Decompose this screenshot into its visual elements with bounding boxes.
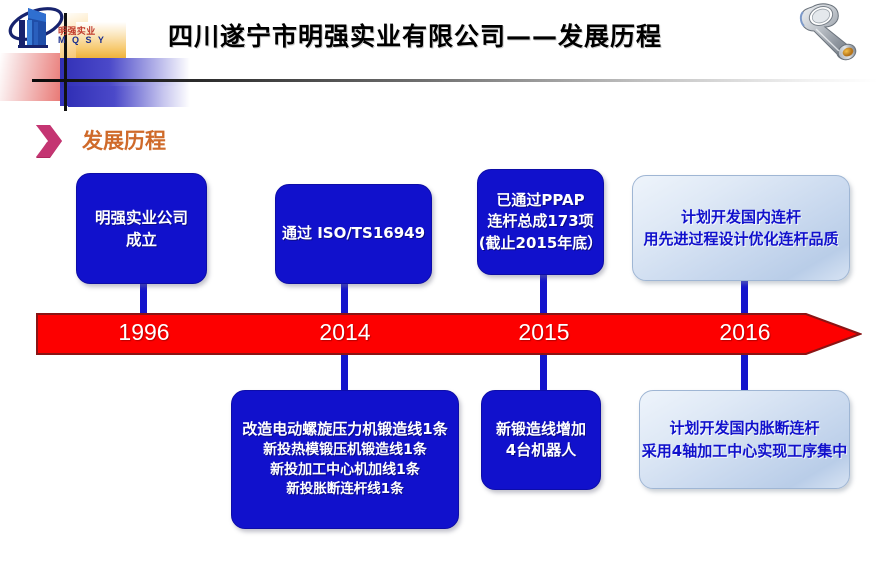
deco-vertical-rule [64, 13, 67, 111]
milestone-box-1996[interactable]: 明强实业公司 成立 [76, 173, 207, 284]
milestone-line: 已通过PPAP [496, 191, 585, 210]
milestone-box-2015-bottom[interactable]: 新锻造线增加 4台机器人 [481, 390, 601, 490]
timeline-year-1996: 1996 [118, 319, 170, 345]
header-decoration [0, 0, 200, 115]
connecting-rod-image [792, 1, 874, 63]
deco-yellow-block [76, 22, 126, 58]
deco-blue-block-upper [60, 58, 190, 88]
milestone-box-2015-top[interactable]: 已通过PPAP 连杆总成173项 (截止2015年底） [477, 169, 604, 275]
milestone-line: 4台机器人 [505, 441, 577, 459]
milestone-line: 计划开发国内连杆 [680, 207, 801, 226]
milestone-line: 成立 [125, 230, 157, 249]
logo-chinese-text: 明强实业 [58, 27, 96, 37]
milestone-line: 新投热模锻压机锻造线1条 [263, 441, 427, 458]
stem-2016-down [741, 352, 748, 390]
milestone-line: (截止2015年底） [478, 233, 603, 252]
chevron-bullet-icon [34, 124, 64, 160]
milestone-box-2014-top[interactable]: 通过 ISO/TS16949 [275, 184, 432, 284]
timeline-year-2014: 2014 [319, 319, 371, 345]
milestone-line: 连杆总成173项 [487, 212, 594, 231]
milestone-box-2016-bottom[interactable]: 计划开发国内胀断连杆 采用4轴加工中心实现工序集中 [639, 390, 850, 489]
stem-2015-down [540, 352, 547, 390]
deco-blue-block-lower [68, 86, 190, 107]
company-logo: 明强实业 M Q S Y [6, 2, 106, 56]
logo-latin-text: M Q S Y [58, 35, 106, 45]
stem-2016-up [741, 281, 748, 314]
company-building-orbit-logo [8, 7, 64, 48]
timeline-year-2016: 2016 [719, 319, 771, 345]
stem-1996-up [140, 284, 147, 314]
timeline-year-2015: 2015 [518, 319, 570, 345]
header-divider-line [32, 79, 878, 82]
milestone-line: 新投加工中心机加线1条 [270, 461, 420, 478]
milestone-line: 明强实业公司 [94, 208, 188, 227]
stem-2015-up [540, 275, 547, 314]
milestone-box-2014-bottom[interactable]: 改造电动螺旋压力机锻造线1条 新投热模锻压机锻造线1条 新投加工中心机加线1条 … [231, 390, 459, 529]
milestone-line: 新锻造线增加 [495, 419, 586, 438]
section-label: 发展历程 [82, 129, 166, 153]
milestone-line: 采用4轴加工中心实现工序集中 [641, 441, 848, 460]
stem-2014-down [341, 352, 348, 390]
page-title: 四川遂宁市明强实业有限公司——发展历程 [168, 22, 663, 51]
section-heading: 发展历程 [34, 122, 254, 162]
milestone-line: 新投胀断连杆线1条 [286, 481, 404, 498]
milestone-line: 通过 ISO/TS16949 [281, 224, 426, 243]
milestone-line: 用先进过程设计优化连杆品质 [643, 230, 839, 248]
stem-2014-up [341, 284, 348, 314]
timeline-arrow [36, 311, 862, 357]
milestone-box-2016-top[interactable]: 计划开发国内连杆 用先进过程设计优化连杆品质 [632, 175, 850, 281]
milestone-line: 改造电动螺旋压力机锻造线1条 [242, 420, 448, 439]
milestone-line: 计划开发国内胀断连杆 [669, 419, 820, 437]
